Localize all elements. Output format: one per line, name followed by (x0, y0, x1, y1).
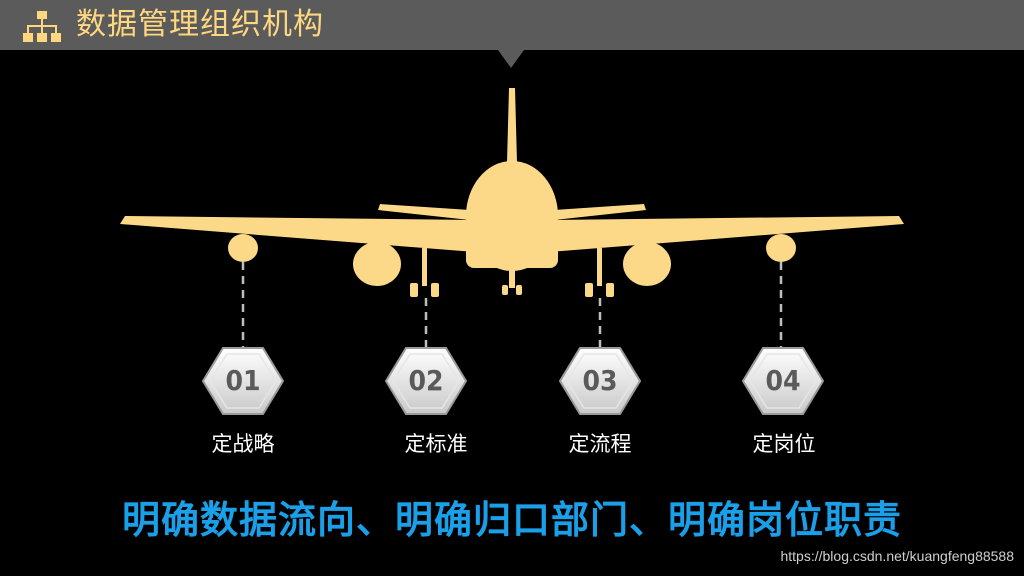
step-01-hexagon: 01 (201, 346, 285, 416)
org-chart-icon (23, 11, 61, 42)
step-number: 02 (408, 364, 444, 397)
step-number: 03 (582, 364, 618, 397)
step-number: 01 (225, 364, 261, 397)
step-01-label: 定战略 (211, 432, 275, 456)
step-04-label: 定岗位 (752, 432, 816, 456)
title-bar (0, 0, 1024, 50)
step-02-hexagon: 02 (384, 346, 468, 416)
step-03-hexagon: 03 (558, 346, 642, 416)
step-02-label: 定标准 (404, 432, 468, 456)
summary-text: 明确数据流向、明确归口部门、明确岗位职责 (121, 498, 902, 542)
step-04-hexagon: 04 (741, 346, 825, 416)
watermark-text: https://blog.csdn.net/kuangfeng88588 (780, 548, 1014, 564)
page-title: 数据管理组织机构 (76, 7, 324, 42)
title-bar-pointer (498, 50, 524, 68)
step-number: 04 (765, 364, 801, 397)
step-03-label: 定流程 (568, 432, 632, 456)
